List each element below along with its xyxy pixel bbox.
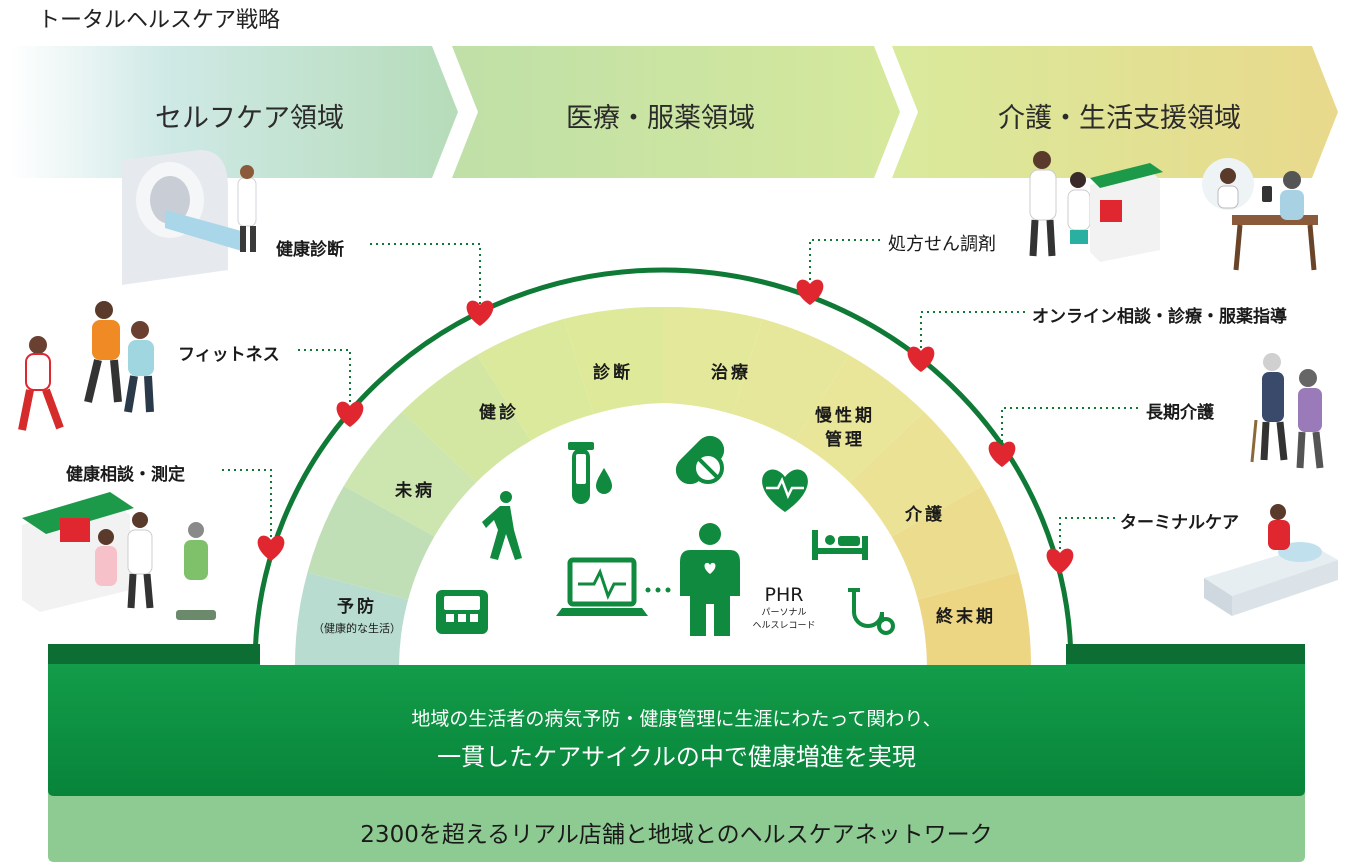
scale-icon: [436, 590, 488, 634]
stage-label-shindan: 診断: [593, 363, 633, 383]
walking-person-icon: [482, 491, 522, 560]
heart-rate-icon: [762, 469, 808, 512]
domain-banner-medical: [452, 46, 900, 178]
stage-segment-chiryo-c: [663, 306, 763, 415]
stethoscope-icon: [848, 588, 895, 635]
heart-icon: [907, 346, 935, 372]
stage-ring: [294, 306, 1032, 665]
service-label-longterm-care: 長期介護: [1146, 403, 1214, 423]
stage-label-mansei-line2: 管理: [825, 430, 865, 450]
stage-label-mansei-line1: 慢性期: [815, 406, 875, 426]
domain-label-selfcare: セルフケア領域: [155, 103, 344, 134]
phr-sub-line2: ヘルスレコード: [752, 621, 816, 631]
base-message-line2: 一貫したケアサイクルの中で健康増進を実現: [437, 743, 916, 771]
blood-drop-icon: [596, 468, 612, 494]
stage-label-kaigo: 介護: [905, 505, 945, 525]
stage-label-yobo: 予防 （健康的な生活）: [302, 592, 412, 636]
network-message: 2300を超えるリアル店舗と地域とのヘルスケアネットワーク: [360, 822, 993, 848]
stage-segment-mibyo: [307, 486, 435, 600]
phr-title: PHR: [764, 584, 804, 606]
illustration-online-consultation: [1202, 158, 1318, 271]
hospital-bed-icon: [812, 530, 868, 560]
heart-icon: [336, 401, 364, 427]
stage-label-kenshin: 健診: [479, 403, 519, 423]
heart-icon: [796, 279, 824, 305]
stage-label-shumatsu: 終末期: [936, 607, 996, 627]
heart-icon: [466, 300, 494, 326]
domain-banner-selfcare: [10, 46, 458, 178]
phr-sub-line1: パーソナル: [761, 608, 807, 618]
base-panel-top-edge: [48, 644, 260, 664]
illustration-ct-scanner: [122, 150, 257, 285]
arc-hearts: [257, 279, 1074, 574]
illustration-terminal-care-bed: [1204, 504, 1338, 616]
service-label-terminal-care: ターミナルケア: [1120, 513, 1239, 533]
illustration-elderly-care: [1250, 353, 1324, 469]
laptop-monitor-icon: [556, 557, 648, 616]
stage-segment-shumatsu: [917, 572, 1032, 665]
illustration-pharmacist-store-right: [1029, 151, 1163, 262]
stage-label-chiryo: 治療: [711, 363, 751, 383]
base-message-line1: 地域の生活者の病気予防・健康管理に生涯にわたって関わり、: [411, 708, 942, 730]
stage-segment-mansei: [732, 318, 849, 441]
stage-label-mibyo: 未病: [395, 481, 435, 501]
connection-dots: [645, 587, 671, 593]
stage-segment-kaigo: [849, 411, 983, 537]
stage-label-yobo-sub: （健康的な生活）: [313, 622, 401, 635]
phr-label: PHR パーソナル ヘルスレコード: [734, 584, 834, 632]
network-band: [48, 780, 1305, 862]
illustration-fitness-people: [18, 301, 154, 431]
heart-icon: [988, 441, 1016, 467]
stage-segment-mansei-b: [795, 355, 925, 483]
stage-segment-chiryo: [477, 318, 594, 441]
stage-segment-kaigo-b: [891, 486, 1019, 600]
service-label-fitness: フィットネス: [178, 345, 280, 365]
stage-segment-yobo: [294, 572, 409, 665]
domain-banner-care: [892, 46, 1338, 178]
service-label-online: オンライン相談・診療・服薬指導: [1032, 307, 1287, 327]
service-label-consultation: 健康相談・測定: [66, 465, 185, 485]
heart-icon: [1046, 548, 1074, 574]
leader-lines: [222, 239, 1138, 552]
stage-segment-chiryo-b: [563, 306, 663, 415]
pill-icon: [675, 435, 725, 485]
service-label-prescription: 処方せん調剤: [888, 234, 996, 255]
outer-arc: [252, 267, 1074, 666]
stage-label-yobo-main: 予防: [337, 597, 377, 617]
test-tube-icon: [568, 442, 612, 504]
base-panel-top-edge: [1066, 644, 1305, 664]
domain-label-care: 介護・生活支援領域: [998, 103, 1241, 134]
heart-icon: [257, 535, 285, 561]
page-title: トータルヘルスケア戦略: [38, 8, 281, 33]
service-label-health-checkup: 健康診断: [276, 240, 344, 260]
base-panel: [48, 644, 1305, 796]
domain-label-medical: 医療・服薬領域: [566, 103, 755, 134]
illustration-pharmacy-store-left: [22, 492, 216, 620]
stage-segment-shindan: [401, 355, 531, 483]
stage-segment-kenshin: [343, 411, 477, 537]
stage-label-mansei: 慢性期 管理: [800, 404, 890, 452]
person-icon: [680, 523, 740, 636]
